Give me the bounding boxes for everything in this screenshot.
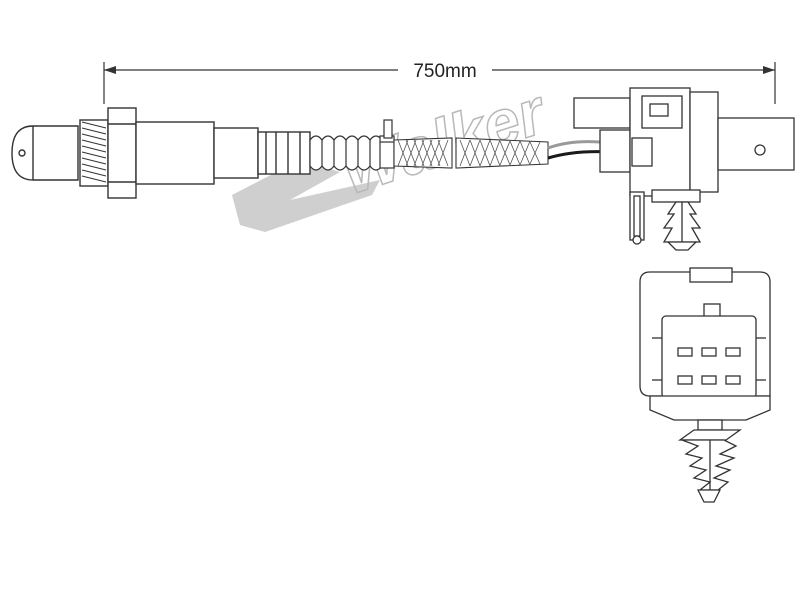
connector-front-socket (661, 315, 757, 399)
connector-hole (754, 144, 766, 156)
sensor-shell-rear (213, 127, 259, 179)
dimension-arrow-right (763, 66, 775, 74)
sensor-hex-nut (107, 107, 137, 199)
connector-front-view (639, 267, 771, 503)
dimension-arrow-left (104, 66, 116, 74)
connector-pin (701, 375, 717, 385)
sensor-shell (135, 121, 215, 185)
wire-light (547, 140, 601, 150)
connector-pin (677, 347, 693, 357)
connector-pins (677, 347, 741, 385)
connector-pin (677, 375, 693, 385)
braided-wire (393, 137, 549, 169)
protective-sleeve (309, 135, 383, 171)
sensor-body (11, 107, 311, 199)
fir-tree-clip-front (677, 419, 743, 503)
dimension-indicator (103, 62, 776, 104)
watermark-swoosh (232, 160, 380, 232)
connector-pin (725, 375, 741, 385)
sensor-tip (11, 125, 79, 181)
fir-tree-clip-side (662, 201, 702, 251)
connector-pin (725, 347, 741, 357)
connector-pin (701, 347, 717, 357)
connector-side-view (573, 87, 795, 251)
dimension-label: 750mm (413, 61, 476, 82)
